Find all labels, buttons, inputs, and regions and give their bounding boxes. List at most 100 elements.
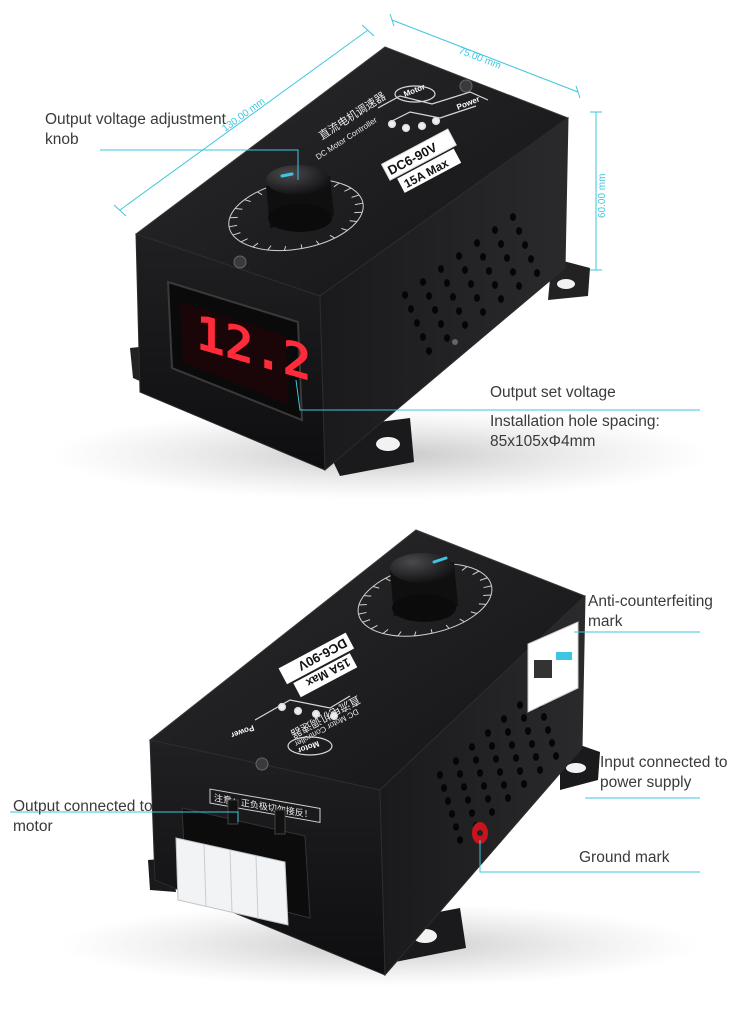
vent-hole — [485, 795, 491, 803]
dial-tick — [354, 202, 364, 206]
vent-hole — [517, 767, 523, 775]
vent-hole — [529, 740, 535, 748]
vent-hole — [469, 743, 475, 751]
vent-hole — [516, 227, 522, 235]
vent-hole — [537, 766, 543, 774]
vent-hole — [457, 770, 463, 778]
dial-tick — [244, 199, 251, 202]
ground-mark — [472, 822, 488, 844]
vent-hole — [497, 768, 503, 776]
vent-hole — [489, 808, 495, 816]
vent-hole — [553, 752, 559, 760]
vent-hole — [545, 726, 551, 734]
vent-hole — [426, 347, 432, 355]
height-dimension: 60.00 mm — [597, 174, 608, 218]
vent-hole — [456, 307, 462, 315]
dial-tick — [358, 611, 367, 615]
dial-tick — [329, 234, 335, 239]
vent-hole — [450, 293, 456, 301]
vent-hole — [480, 308, 486, 316]
dial-tick — [234, 207, 243, 210]
wiring-schematic — [377, 85, 489, 133]
vent-hole — [485, 729, 491, 737]
vent-hole — [498, 240, 504, 248]
terminal-block[interactable] — [175, 799, 311, 926]
dial-tick — [478, 603, 487, 605]
vent-hole — [474, 294, 480, 302]
vent-hole — [469, 809, 475, 817]
dial-tick — [483, 585, 492, 589]
dial-tick — [351, 194, 360, 198]
vent-hole — [449, 810, 455, 818]
vent-hole — [461, 783, 467, 791]
vent-hole — [426, 292, 432, 300]
dial-tick — [459, 618, 465, 623]
vent-hole — [525, 727, 531, 735]
vent-hole — [445, 797, 451, 805]
vent-hole — [505, 728, 511, 736]
vent-holes — [402, 213, 540, 355]
vent-hole — [510, 268, 516, 276]
controller-unit-rear-view: DC6-90V 15A Max 直流电机调速器 DC Motor Control… — [60, 529, 700, 987]
dial-tick — [363, 595, 372, 597]
hole-spacing-label: Installation hole spacing: — [490, 413, 660, 430]
vent-hole — [456, 252, 462, 260]
dial-tick — [344, 187, 352, 192]
anti-counterfeit-label: Anti-counterfeiting mark — [588, 593, 713, 630]
vent-hole — [438, 320, 444, 328]
vent-hole — [473, 756, 479, 764]
vent-hole — [492, 281, 498, 289]
vent-hole — [438, 265, 444, 273]
voltage-knob[interactable] — [266, 165, 334, 232]
dial-tick — [445, 624, 450, 629]
dial-tick — [397, 631, 402, 637]
anti-counterfeit-sticker — [527, 621, 579, 713]
vent-hole — [528, 255, 534, 263]
dial-tick — [472, 570, 480, 576]
set-voltage-label: Output set voltage — [490, 384, 616, 401]
dimension-lines — [10, 13, 700, 873]
vent-hole — [513, 754, 519, 762]
vent-hole — [444, 279, 450, 287]
vent-hole — [457, 836, 463, 844]
wiring-schematic-2 — [254, 695, 351, 756]
dial-tick — [232, 232, 241, 236]
vent-hole — [474, 239, 480, 247]
vent-hole — [504, 254, 510, 262]
dial-tick — [479, 577, 488, 581]
vent-hole — [480, 253, 486, 261]
output-label: Output connected to motor — [13, 798, 153, 835]
vent-hole — [489, 742, 495, 750]
vent-hole — [441, 784, 447, 792]
vent-hole — [510, 213, 516, 221]
dial-tick — [257, 191, 263, 196]
vent-hole — [533, 753, 539, 761]
ground-label: Ground mark — [579, 849, 670, 866]
vent-hole — [534, 269, 540, 277]
vent-hole — [498, 295, 504, 303]
controller-unit-front-view: Motor Power 直流电机调速器 DC Motor Controller … — [50, 46, 710, 500]
dial-tick — [300, 244, 303, 249]
hole-spacing-value: 85x105xΦ4mm — [490, 433, 596, 450]
vent-hole — [420, 278, 426, 286]
vent-hole — [432, 306, 438, 314]
vent-hole — [444, 334, 450, 342]
dial-tick — [267, 245, 272, 251]
dial-tick — [362, 619, 371, 623]
dial-tick — [414, 631, 417, 636]
dial-tick — [333, 182, 340, 188]
vent-hole — [549, 739, 555, 747]
vent-hole — [501, 781, 507, 789]
dial-tick — [240, 238, 248, 243]
vent-hole — [420, 333, 426, 341]
vent-hole — [477, 769, 483, 777]
vent-holes-2 — [437, 687, 559, 844]
dial-tick — [228, 224, 238, 228]
voltage-knob-2[interactable] — [390, 553, 458, 622]
dial-tick — [358, 603, 367, 606]
dial-tick — [470, 611, 478, 615]
dial-tick — [382, 629, 389, 634]
vent-hole — [468, 280, 474, 288]
dial-tick — [341, 228, 348, 231]
